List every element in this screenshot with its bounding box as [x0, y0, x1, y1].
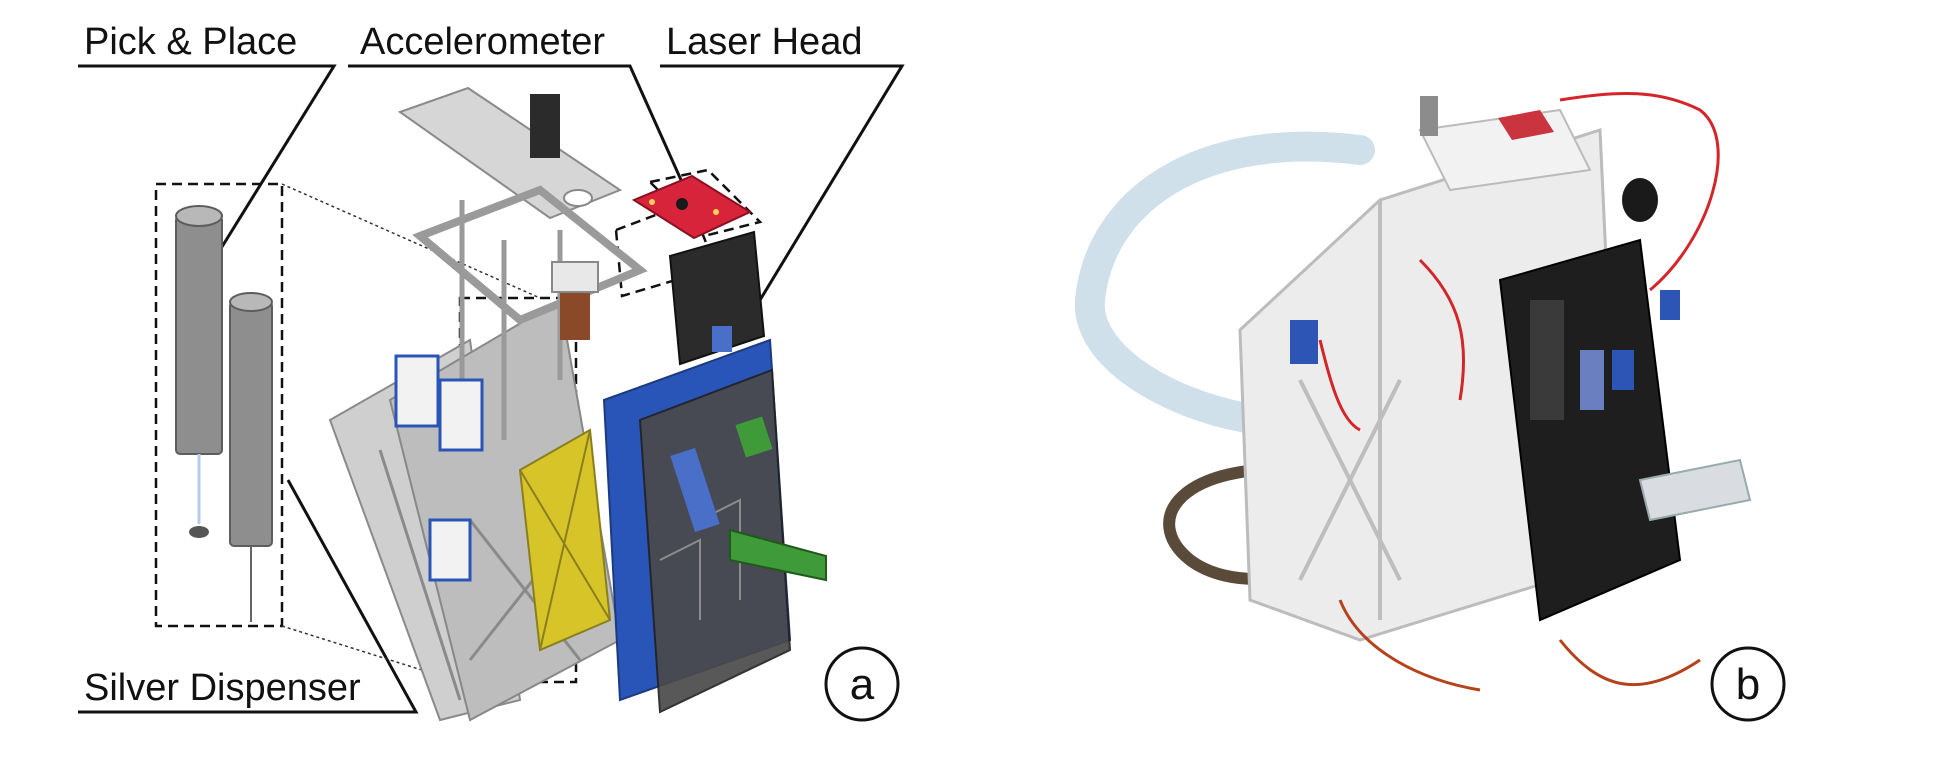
- photo-accelerometer: [1498, 110, 1554, 140]
- bluetooth-module: [729, 528, 827, 582]
- projection-lines: [281, 183, 541, 683]
- pick-place-label: Pick & Place: [84, 21, 297, 63]
- dispenser-tubes: [175, 205, 273, 622]
- accelerometer-board: [631, 174, 753, 240]
- silver-dispenser-label: Silver Dispenser: [84, 667, 361, 709]
- printer-cad-model: [328, 86, 827, 722]
- panel-a-letter: a: [850, 660, 875, 709]
- callout-leaders: [78, 64, 905, 714]
- panel-a-marker: a: [824, 646, 900, 722]
- panel-b: b: [1074, 91, 1786, 722]
- panel-b-letter: b: [1736, 660, 1760, 709]
- pick-place-tip: [189, 526, 209, 538]
- accelerometer-label: Accelerometer: [360, 21, 605, 63]
- photo-wiring: [1318, 91, 1720, 692]
- panel-b-marker: b: [1710, 646, 1786, 722]
- photo-usb-dongle: [1638, 458, 1752, 522]
- laser-head: [668, 230, 766, 366]
- syringe-holders: [394, 354, 484, 582]
- silver-dispenser-tube: [229, 301, 273, 547]
- panel-a: Pick & Place Accelerometer Laser Head Si…: [78, 21, 905, 722]
- pick-place-tube: [175, 215, 223, 455]
- printer-photo: [1074, 91, 1752, 692]
- laser-head-label: Laser Head: [666, 21, 862, 63]
